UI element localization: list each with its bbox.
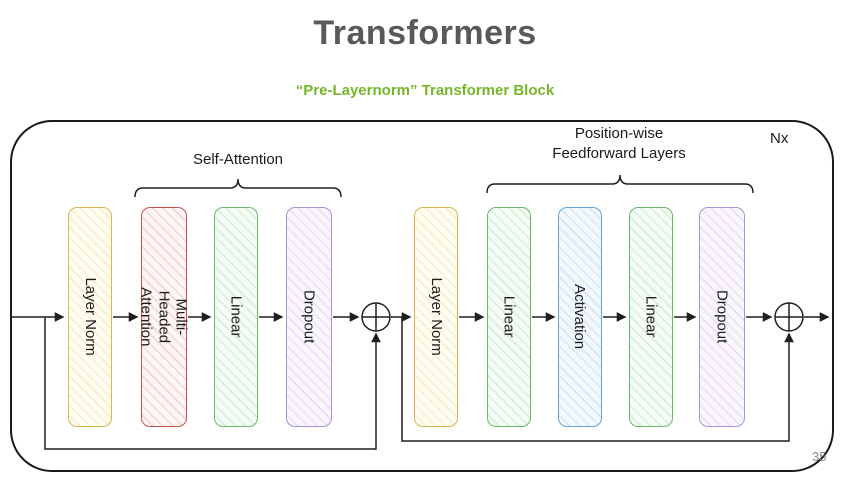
block-layer-norm-1: Layer Norm xyxy=(68,207,112,427)
block-dropout-1: Dropout xyxy=(286,207,332,427)
ffn-group-label-line1: Position-wise xyxy=(574,125,664,142)
ffn-group-label-line2: Feedforward Layers xyxy=(552,144,686,162)
block-linear-3: Linear xyxy=(629,207,673,427)
block-label: Linear xyxy=(227,296,245,338)
block-label: Layer Norm xyxy=(81,277,99,357)
block-layer-norm-2: Layer Norm xyxy=(414,207,458,427)
block-label: Linear xyxy=(642,296,660,338)
block-label: Dropout xyxy=(713,290,731,344)
self-attention-group-label: Self-Attention xyxy=(192,151,284,168)
page-number: 35 xyxy=(812,449,827,464)
block-label: Dropout xyxy=(300,290,318,344)
ffn-group-label: Position-wise Feedforward Layers xyxy=(493,124,745,163)
block-label: Activation xyxy=(571,284,589,350)
nx-repeat-label: Nx xyxy=(770,130,789,147)
slide-subtitle: “Pre-Layernorm” Transformer Block xyxy=(295,82,555,99)
block-label: Linear xyxy=(500,296,518,338)
block-dropout-2: Dropout xyxy=(699,207,745,427)
block-linear-1: Linear xyxy=(214,207,258,427)
block-activation: Activation xyxy=(558,207,602,427)
block-label: Layer Norm xyxy=(427,277,445,357)
slide-title: Transformers xyxy=(313,14,537,52)
block-linear-2: Linear xyxy=(487,207,531,427)
block-multi-headed-attention: Multi-Headed Attention xyxy=(138,207,190,427)
block-label: Multi-Headed Attention xyxy=(138,287,190,347)
